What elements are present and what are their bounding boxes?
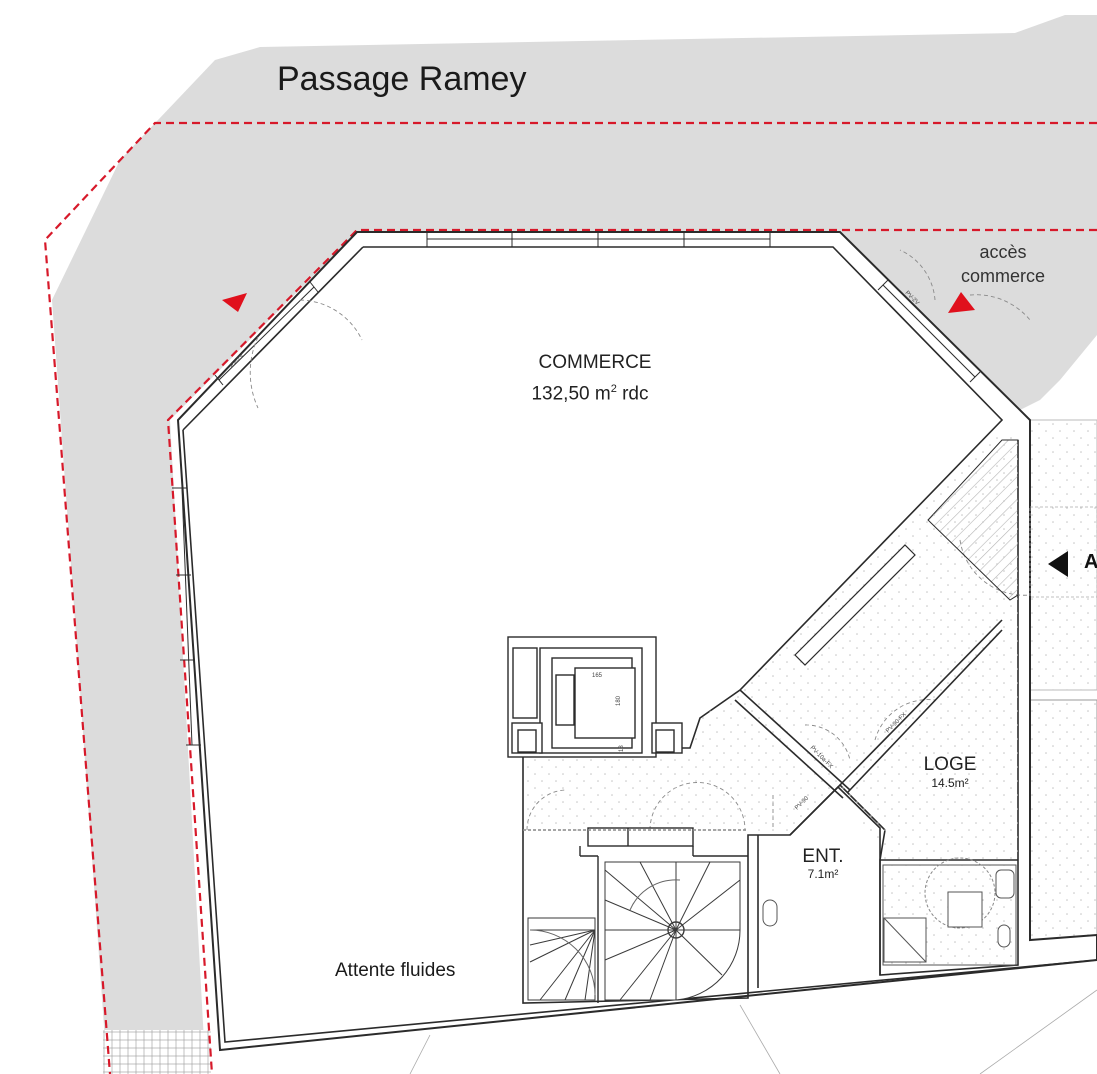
edge-letter: A [1084,551,1097,573]
lift-depth-tag: 180 [616,695,622,706]
lift-gap-tag: 18 [619,745,625,752]
lift-width-tag: 165 [592,673,603,679]
access-label-line1: accès [979,242,1027,262]
commerce-area-value: 132,50 m [531,383,611,405]
left-stair [527,917,596,1001]
entry-arrow [1048,551,1068,577]
commerce-name: COMMERCE [538,352,652,373]
ent-name: ENT. [802,846,844,867]
commerce-area-suffix: rdc [616,383,649,405]
loge-walls [734,619,1018,861]
loge-area: 14.5m² [931,776,969,790]
ent-room [757,785,881,988]
building-boundary [166,228,1097,1074]
access-label-line2: commerce [960,266,1045,286]
street-area [52,15,1097,1060]
top-windows [426,232,771,247]
access-arrow-left [222,293,247,312]
left-windows [172,487,201,746]
paving-area [103,1030,211,1074]
service-core [523,827,748,1003]
access-arrow-right [948,292,975,313]
loge-name: LOGE [923,754,977,775]
diagonal-window-left [214,281,319,386]
commerce-area: 132,50 m2 rdc [500,383,680,405]
neighbour-area [1029,699,1097,941]
access-label: accès commerce [948,240,1058,288]
diagonal-window-right [877,279,981,383]
lift-block [507,636,683,758]
attente-fluides-label: Attente fluides [335,960,456,981]
ent-area: 7.1m² [807,867,839,881]
spiral-stair [604,861,741,1001]
commerce-area-sup: 2 [610,383,617,395]
loge-bathroom [882,857,1017,966]
street-name: Passage Ramey [277,60,527,98]
counter [794,544,916,666]
property-boundary [43,121,1097,1074]
ent-wc [762,899,778,927]
